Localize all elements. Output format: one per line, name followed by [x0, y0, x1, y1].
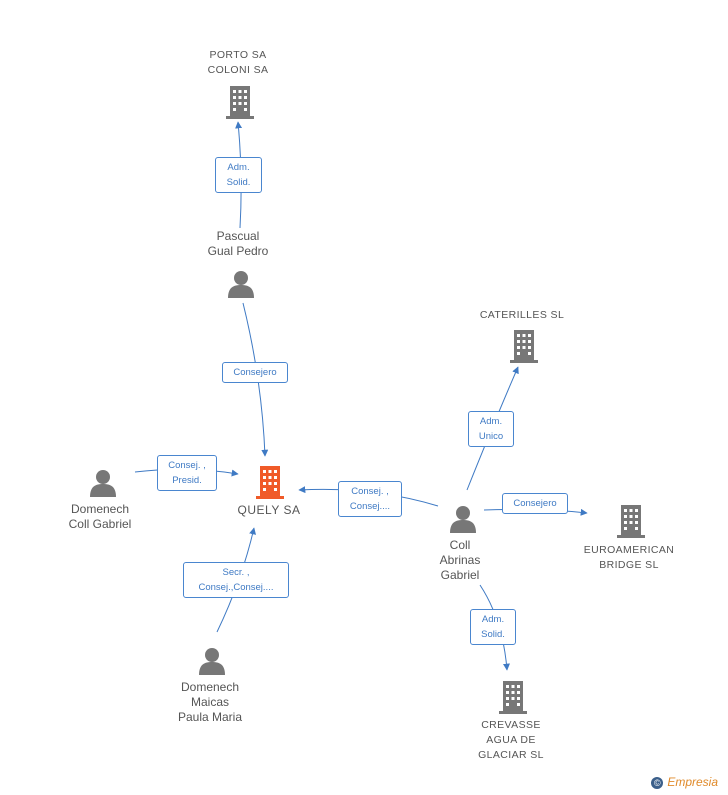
person-icon	[228, 271, 254, 298]
edge-label-line: Consejero	[233, 367, 277, 378]
label-line: Gual Pedro	[207, 244, 269, 258]
person-label-pascual[interactable]: Pascual Gual Pedro	[188, 229, 288, 259]
building-icon	[226, 86, 254, 119]
edge-label-line: Secr. ,	[222, 567, 250, 578]
label-line: QUELY SA	[237, 503, 301, 517]
company-label-crevasse[interactable]: CREVASSE AGUA DE GLACIAR SL	[461, 718, 561, 763]
person-icon	[450, 506, 476, 533]
person-label-domenech-maicas[interactable]: Domenech Maicas Paula Maria	[160, 680, 260, 725]
edge-label-coll-crevasse[interactable]: Adm. Solid.	[470, 609, 516, 645]
label-line: Paula Maria	[177, 710, 243, 724]
copyright-icon: ©	[651, 776, 664, 789]
label-line: BRIDGE SL	[599, 559, 659, 571]
edge-label-line: Solid.	[481, 629, 505, 640]
label-line: AGUA DE	[486, 734, 536, 746]
edge-label-maicas-quely[interactable]: Secr. , Consej.,Consej....	[183, 562, 289, 598]
label-line: Pascual	[216, 229, 260, 243]
building-icon	[510, 330, 538, 363]
label-line: Abrinas	[439, 553, 481, 567]
edge-label-pascual-quely[interactable]: Consejero	[222, 362, 288, 383]
edge-label-line: Consej.,Consej....	[198, 582, 274, 593]
company-label-quely-sa[interactable]: QUELY SA	[219, 503, 319, 518]
edge-label-line: Adm.	[481, 614, 505, 625]
person-label-domenech-coll[interactable]: Domenech Coll Gabriel	[50, 502, 150, 532]
label-line: Coll Gabriel	[68, 517, 132, 531]
building-icon	[499, 681, 527, 714]
building-icon	[617, 505, 645, 538]
edge-label-domenechcoll-quely[interactable]: Consej. , Presid.	[157, 455, 217, 491]
brand-name: Empresia	[667, 775, 718, 789]
edge-label-coll-caterilles[interactable]: Adm. Unico	[468, 411, 514, 447]
person-icon	[90, 470, 116, 497]
person-icon	[199, 648, 225, 675]
person-label-coll-abrinas[interactable]: Coll Abrinas Gabriel	[410, 538, 510, 583]
edge-label-line: Solid.	[226, 177, 251, 188]
label-line: PORTO SA	[209, 49, 267, 61]
label-line: CREVASSE	[481, 719, 541, 731]
edge-label-line: Adm.	[227, 162, 250, 173]
edge-label-coll-quely[interactable]: Consej. , Consej....	[338, 481, 402, 517]
label-line: Gabriel	[440, 568, 480, 582]
edge-label-line: Consejero	[513, 498, 557, 509]
label-line: EUROAMERICAN	[583, 544, 675, 556]
label-line: CATERILLES SL	[479, 309, 565, 321]
label-line: Domenech	[180, 680, 240, 694]
building-icon	[256, 466, 284, 499]
label-line: Coll	[449, 538, 471, 552]
edge-label-coll-euroamerican[interactable]: Consejero	[502, 493, 568, 514]
edge-label-pascual-porto[interactable]: Adm. Solid.	[215, 157, 262, 193]
company-label-caterilles[interactable]: CATERILLES SL	[462, 308, 582, 323]
label-line: GLACIAR SL	[478, 749, 544, 761]
label-line: COLONI SA	[207, 64, 269, 76]
edge-label-line: Consej. ,	[168, 460, 206, 471]
edge-label-line: Consej. ,	[351, 486, 389, 497]
label-line: Domenech	[70, 502, 130, 516]
label-line: Maicas	[190, 695, 229, 709]
edge-label-line: Presid.	[172, 475, 202, 486]
edge-label-line: Consej....	[349, 501, 391, 512]
brand-watermark: ©Empresia	[651, 775, 718, 789]
company-label-porto-sa[interactable]: PORTO SA COLONI SA	[188, 48, 288, 78]
edge-label-line: Adm.	[479, 416, 503, 427]
company-label-euroamerican[interactable]: EUROAMERICAN BRIDGE SL	[569, 543, 689, 573]
edge-label-line: Unico	[478, 431, 504, 442]
